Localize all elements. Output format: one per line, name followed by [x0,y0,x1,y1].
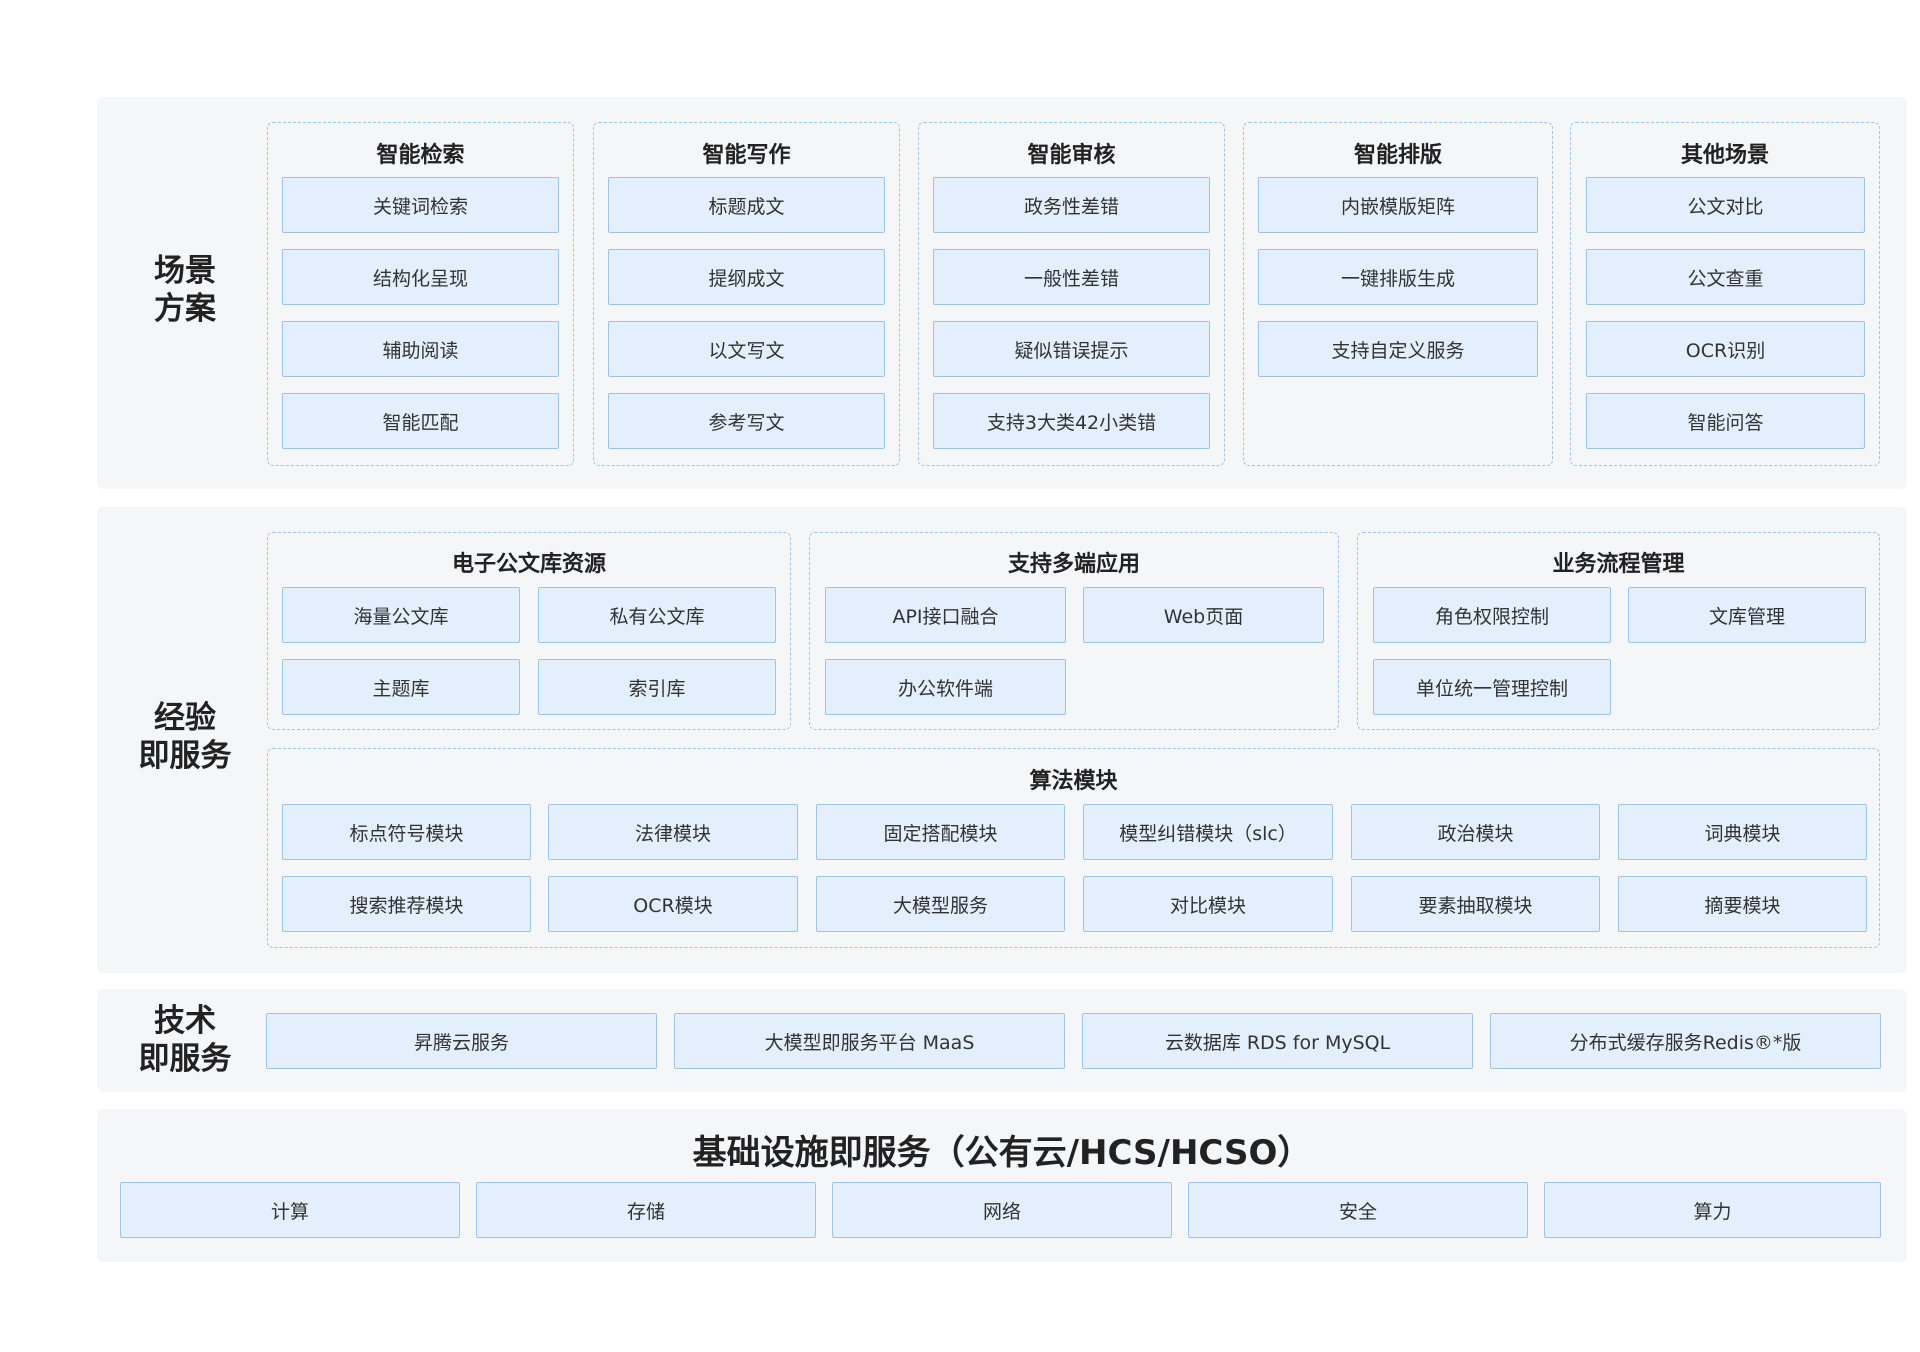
group-title: 智能审核 [1027,143,1116,168]
group-multi-platform: 支持多端应用 API接口融合 Web页面 办公软件端 [809,532,1339,730]
feature-box: 索引库 [538,659,776,715]
infra-item-box: 算力 [1544,1182,1881,1238]
feature-box: 以文写文 [608,321,885,377]
tech-service-box: 大模型即服务平台 MaaS [674,1013,1065,1069]
feature-box: 私有公文库 [538,587,776,643]
tech-service-box: 云数据库 RDS for MySQL [1082,1013,1473,1069]
experience-row-label: 经验 即服务 [110,687,260,787]
module-box: 模型纠错模块（slc） [1083,804,1333,860]
feature-box: 内嵌模版矩阵 [1258,177,1538,233]
feature-box: 提纲成文 [608,249,885,305]
group-business-process: 业务流程管理 角色权限控制 文库管理 单位统一管理控制 [1357,532,1880,730]
feature-box: 疑似错误提示 [933,321,1210,377]
feature-box: OCR识别 [1586,321,1865,377]
infra-item-box: 安全 [1188,1182,1528,1238]
feature-box: 智能问答 [1586,393,1865,449]
feature-box: 标题成文 [608,177,885,233]
group-intelligent-review: 智能审核 政务性差错 一般性差错 疑似错误提示 支持3大类42小类错 [918,122,1225,466]
feature-box: 参考写文 [608,393,885,449]
module-box: 法律模块 [548,804,798,860]
group-title: 电子公文库资源 [451,552,606,577]
group-title: 支持多端应用 [1007,552,1140,577]
feature-box: 海量公文库 [282,587,520,643]
tech-row-label: 技术 即服务 [110,990,260,1090]
feature-box: 文库管理 [1628,587,1866,643]
experience-label-line-2: 即服务 [138,738,232,774]
infra-item-box: 网络 [832,1182,1172,1238]
group-intelligent-search: 智能检索 关键词检索 结构化呈现 辅助阅读 智能匹配 [267,122,574,466]
module-box: 对比模块 [1083,876,1333,932]
tech-label-line-2: 即服务 [138,1041,232,1077]
experience-label-line-1: 经验 [154,700,216,736]
feature-box: 关键词检索 [282,177,559,233]
feature-box: 主题库 [282,659,520,715]
module-box: 摘要模块 [1618,876,1867,932]
feature-box: 辅助阅读 [282,321,559,377]
feature-box: 公文查重 [1586,249,1865,305]
scenario-row-label: 场景 方案 [110,240,260,340]
module-box: OCR模块 [548,876,798,932]
tech-label-line-1: 技术 [154,1003,216,1039]
group-title: 其他场景 [1680,143,1769,168]
feature-box: 单位统一管理控制 [1373,659,1611,715]
infra-item-box: 计算 [120,1182,460,1238]
feature-box: 角色权限控制 [1373,587,1611,643]
scenario-label-line-2: 方案 [154,291,216,327]
feature-box: 政务性差错 [933,177,1210,233]
feature-box: API接口融合 [825,587,1066,643]
feature-box: 公文对比 [1586,177,1865,233]
feature-box: 结构化呈现 [282,249,559,305]
group-title: 智能写作 [702,143,791,168]
module-box: 政治模块 [1351,804,1600,860]
group-title: 算法模块 [1029,769,1118,794]
group-title: 智能检索 [376,143,465,168]
group-intelligent-writing: 智能写作 标题成文 提纲成文 以文写文 参考写文 [593,122,900,466]
feature-box: 一键排版生成 [1258,249,1538,305]
feature-box: 办公软件端 [825,659,1066,715]
group-title: 业务流程管理 [1552,552,1685,577]
module-box: 搜索推荐模块 [282,876,531,932]
feature-box: Web页面 [1083,587,1324,643]
feature-box: 支持自定义服务 [1258,321,1538,377]
module-box: 词典模块 [1618,804,1867,860]
feature-box: 智能匹配 [282,393,559,449]
group-intelligent-typesetting: 智能排版 内嵌模版矩阵 一键排版生成 支持自定义服务 [1243,122,1553,466]
tech-service-box: 分布式缓存服务Redis®*版 [1490,1013,1881,1069]
module-box: 标点符号模块 [282,804,531,860]
group-algorithm-modules: 算法模块 标点符号模块 法律模块 固定搭配模块 模型纠错模块（slc） 政治模块… [267,748,1880,948]
group-document-library: 电子公文库资源 海量公文库 私有公文库 主题库 索引库 [267,532,791,730]
infra-item-box: 存储 [476,1182,816,1238]
group-other-scenarios: 其他场景 公文对比 公文查重 OCR识别 智能问答 [1570,122,1880,466]
group-title: 智能排版 [1353,143,1442,168]
feature-box: 一般性差错 [933,249,1210,305]
module-box: 要素抽取模块 [1351,876,1600,932]
feature-box: 支持3大类42小类错 [933,393,1210,449]
scenario-label-line-1: 场景 [154,253,216,289]
module-box: 固定搭配模块 [816,804,1065,860]
module-box: 大模型服务 [816,876,1065,932]
infra-title: 基础设施即服务（公有云/HCS/HCSO） [692,1133,1312,1173]
tech-service-box: 昇腾云服务 [266,1013,657,1069]
